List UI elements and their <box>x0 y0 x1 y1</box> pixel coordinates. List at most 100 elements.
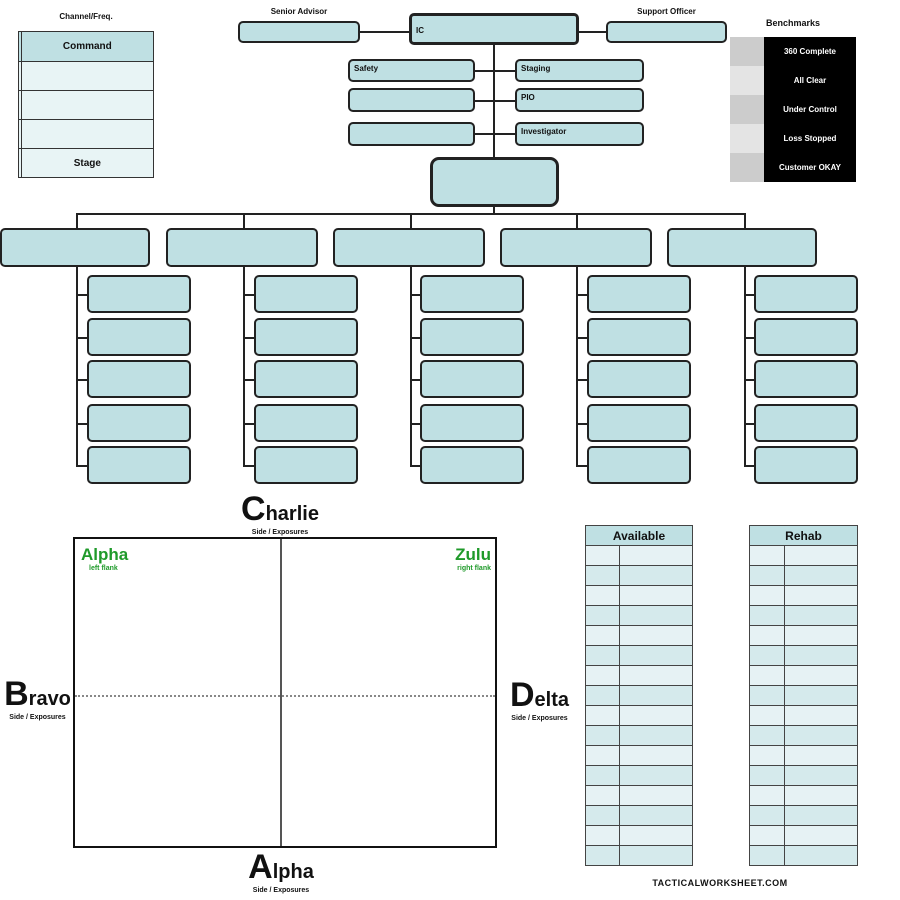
staging-box[interactable]: Staging <box>515 59 644 82</box>
unit-box[interactable] <box>254 360 358 398</box>
info-cell[interactable] <box>783 705 859 726</box>
benchmark-check[interactable] <box>730 95 764 124</box>
unit-cell[interactable] <box>584 605 621 626</box>
unit-box[interactable] <box>87 360 191 398</box>
unit-box[interactable] <box>87 275 191 313</box>
unit-cell[interactable] <box>749 845 785 866</box>
info-cell[interactable] <box>619 585 693 606</box>
info-cell[interactable] <box>783 605 859 626</box>
operations-box[interactable] <box>430 157 559 207</box>
division-box[interactable] <box>166 228 318 267</box>
info-cell[interactable] <box>619 785 693 806</box>
info-cell[interactable] <box>619 805 693 826</box>
unit-cell[interactable] <box>584 545 621 566</box>
info-cell[interactable] <box>783 845 859 866</box>
info-cell[interactable] <box>783 585 859 606</box>
info-cell[interactable] <box>619 665 693 686</box>
unit-box[interactable] <box>420 275 524 313</box>
info-cell[interactable] <box>783 805 859 826</box>
unit-cell[interactable] <box>584 825 621 846</box>
unit-box[interactable] <box>87 446 191 484</box>
safety-box[interactable]: Safety <box>348 59 475 82</box>
info-cell[interactable] <box>783 785 859 806</box>
info-cell[interactable] <box>619 625 693 646</box>
unit-cell[interactable] <box>749 605 785 626</box>
unit-box[interactable] <box>587 360 691 398</box>
channel-cell[interactable] <box>20 119 155 149</box>
division-box[interactable] <box>500 228 652 267</box>
unit-cell[interactable] <box>584 685 621 706</box>
unit-cell[interactable] <box>749 565 785 586</box>
unit-box[interactable] <box>254 404 358 442</box>
support-officer-box[interactable] <box>606 21 727 43</box>
unit-cell[interactable] <box>584 745 621 766</box>
senior-advisor-box[interactable] <box>238 21 360 43</box>
info-cell[interactable] <box>619 845 693 866</box>
unit-cell[interactable] <box>584 765 621 786</box>
channel-cell-command[interactable]: Command <box>20 31 155 62</box>
channel-cell[interactable] <box>20 61 155 91</box>
pio-box[interactable]: PIO <box>515 88 644 112</box>
unit-cell[interactable] <box>584 565 621 586</box>
division-box[interactable] <box>0 228 150 267</box>
unit-box[interactable] <box>420 360 524 398</box>
benchmark-check[interactable] <box>730 37 764 66</box>
unit-cell[interactable] <box>749 805 785 826</box>
info-cell[interactable] <box>783 825 859 846</box>
info-cell[interactable] <box>619 565 693 586</box>
info-cell[interactable] <box>783 745 859 766</box>
unit-box[interactable] <box>254 275 358 313</box>
unit-cell[interactable] <box>749 585 785 606</box>
unit-cell[interactable] <box>749 685 785 706</box>
unit-box[interactable] <box>587 318 691 356</box>
unit-box[interactable] <box>587 404 691 442</box>
info-cell[interactable] <box>619 705 693 726</box>
ic-box[interactable]: IC <box>409 13 579 45</box>
unit-cell[interactable] <box>584 585 621 606</box>
unit-box[interactable] <box>754 360 858 398</box>
unit-box[interactable] <box>254 446 358 484</box>
unit-box[interactable] <box>754 446 858 484</box>
unit-cell[interactable] <box>749 645 785 666</box>
info-cell[interactable] <box>619 645 693 666</box>
unit-cell[interactable] <box>584 665 621 686</box>
info-cell[interactable] <box>783 645 859 666</box>
info-cell[interactable] <box>619 825 693 846</box>
staff-box[interactable] <box>348 88 475 112</box>
unit-cell[interactable] <box>749 825 785 846</box>
info-cell[interactable] <box>619 685 693 706</box>
info-cell[interactable] <box>783 765 859 786</box>
benchmark-check[interactable] <box>730 66 764 95</box>
unit-cell[interactable] <box>584 785 621 806</box>
unit-box[interactable] <box>754 404 858 442</box>
unit-box[interactable] <box>87 318 191 356</box>
unit-box[interactable] <box>87 404 191 442</box>
info-cell[interactable] <box>783 725 859 746</box>
unit-cell[interactable] <box>584 705 621 726</box>
unit-cell[interactable] <box>749 725 785 746</box>
division-box[interactable] <box>333 228 485 267</box>
unit-cell[interactable] <box>584 845 621 866</box>
info-cell[interactable] <box>619 545 693 566</box>
unit-cell[interactable] <box>584 725 621 746</box>
benchmark-check[interactable] <box>730 124 764 153</box>
unit-cell[interactable] <box>749 545 785 566</box>
unit-box[interactable] <box>587 275 691 313</box>
staff-box[interactable] <box>348 122 475 146</box>
info-cell[interactable] <box>619 765 693 786</box>
info-cell[interactable] <box>619 725 693 746</box>
channel-cell[interactable] <box>20 90 155 120</box>
info-cell[interactable] <box>619 605 693 626</box>
unit-cell[interactable] <box>749 785 785 806</box>
unit-cell[interactable] <box>749 705 785 726</box>
unit-box[interactable] <box>587 446 691 484</box>
unit-cell[interactable] <box>584 645 621 666</box>
info-cell[interactable] <box>783 565 859 586</box>
info-cell[interactable] <box>783 545 859 566</box>
division-box[interactable] <box>667 228 817 267</box>
info-cell[interactable] <box>619 745 693 766</box>
unit-cell[interactable] <box>584 625 621 646</box>
unit-cell[interactable] <box>584 805 621 826</box>
unit-cell[interactable] <box>749 765 785 786</box>
